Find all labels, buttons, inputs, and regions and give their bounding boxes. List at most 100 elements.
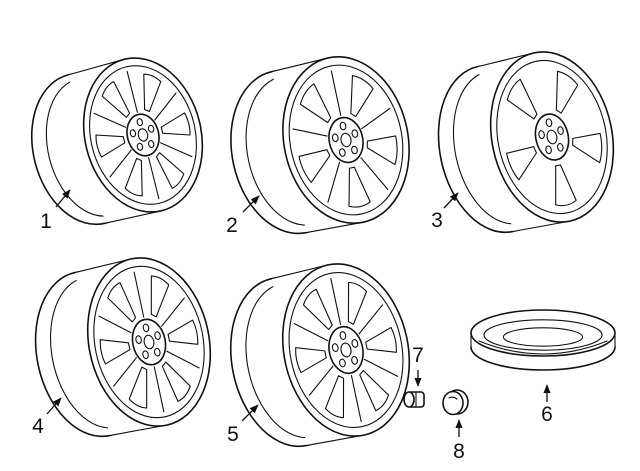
lug-hole [339, 358, 346, 368]
center-bore [137, 128, 149, 142]
spoke-window [107, 282, 137, 323]
lug-hole [351, 339, 359, 348]
part-5-wheel: 5 [227, 263, 411, 448]
spoke-window [101, 81, 131, 118]
callout-arrow-1 [55, 189, 71, 208]
spoke-window [348, 166, 371, 208]
spoke-window [295, 347, 327, 374]
spoke-window [302, 288, 333, 331]
spoke-window [298, 149, 331, 183]
lug-hole [136, 118, 144, 127]
spoke-split [113, 357, 137, 387]
spoke-window [99, 339, 131, 365]
spoke-split [350, 374, 362, 423]
spoke-split [166, 350, 200, 369]
callout-arrow-4 [46, 397, 62, 415]
lug-hole [135, 335, 142, 344]
lug-hole [545, 118, 553, 128]
part-4-wheel: 4 [32, 257, 212, 438]
lug-hole [147, 139, 155, 149]
lug-hole [142, 350, 149, 360]
callout-label-5: 5 [227, 423, 239, 446]
spoke-window [555, 164, 577, 207]
spoke-split [133, 271, 145, 318]
spoke-window [161, 361, 191, 402]
lug-hole [351, 129, 359, 138]
lug-hole [557, 126, 564, 135]
spoke-window [143, 73, 162, 113]
center-bore [143, 334, 155, 350]
spoke-split [293, 323, 329, 342]
lug-hole [147, 124, 155, 133]
callout-label-1: 1 [40, 210, 52, 233]
center-bore [546, 129, 558, 145]
spoke-window [347, 281, 368, 325]
spoke-split [109, 149, 132, 178]
callout-arrow-3 [443, 192, 459, 209]
spoke-window [506, 78, 538, 120]
lug-hole [338, 148, 346, 157]
spoke-split [161, 297, 185, 327]
lug-hole [339, 121, 347, 131]
lug-nut-face [403, 391, 415, 408]
lug-hole [136, 142, 144, 151]
spoke-split [308, 365, 334, 396]
lug-hole [129, 129, 137, 138]
spoke-window [365, 326, 397, 353]
spoke-split [292, 128, 328, 137]
spoke-split [153, 366, 165, 413]
callout-label-2: 2 [226, 214, 238, 237]
lug-hole [339, 331, 347, 340]
spoke-split [93, 112, 127, 128]
lug-hole [557, 142, 564, 152]
spoke-split [363, 358, 399, 377]
lug-hole [331, 133, 339, 143]
spare-rim-top [470, 309, 616, 357]
spoke-window [128, 366, 148, 409]
spoke-split [361, 107, 391, 130]
spoke-window [350, 75, 374, 118]
lug-hole [545, 145, 552, 155]
lug-hole [142, 323, 150, 333]
spoke-window [324, 375, 345, 419]
spoke-split [159, 142, 193, 158]
spoke-window [124, 157, 143, 197]
lug-hole [351, 145, 358, 155]
spoke-window [160, 112, 191, 136]
spoke-split [327, 161, 341, 203]
spoke-window [150, 275, 170, 318]
spoke-window [359, 369, 390, 412]
callout-label-6: 6 [541, 403, 553, 426]
callout-label-4: 4 [32, 415, 44, 438]
lug-hole [331, 343, 339, 353]
spoke-split [148, 157, 160, 200]
spoke-split [98, 315, 132, 334]
center-bore [340, 132, 352, 148]
part-2-wheel: 2 [226, 56, 410, 237]
spoke-window [366, 135, 398, 166]
spoke-split [330, 277, 342, 326]
spoke-split [358, 304, 384, 335]
callout-label-8: 8 [453, 440, 465, 463]
part-6-spare-wheel: 6 [470, 309, 616, 426]
center-cap-face [442, 390, 464, 416]
spoke-window [155, 152, 185, 189]
part-8-center-cap: 8 [442, 389, 469, 463]
spoke-split [330, 70, 342, 116]
lug-hole [538, 130, 545, 139]
lug-hole [351, 355, 358, 365]
spoke-window [95, 134, 126, 158]
callout-arrow-5 [241, 404, 259, 422]
lug-hole [154, 331, 161, 340]
lug-hole [153, 347, 161, 357]
spoke-window [555, 70, 579, 114]
part-1-wheel: 1 [30, 57, 204, 233]
spoke-window [572, 132, 603, 164]
callout-arrow-2 [242, 195, 260, 213]
part-7-lug-nut: 7 [403, 344, 425, 408]
part-3-wheel: 3 [431, 51, 615, 234]
center-bore [340, 342, 352, 358]
spoke-split [126, 70, 138, 113]
callout-label-3: 3 [431, 209, 443, 232]
